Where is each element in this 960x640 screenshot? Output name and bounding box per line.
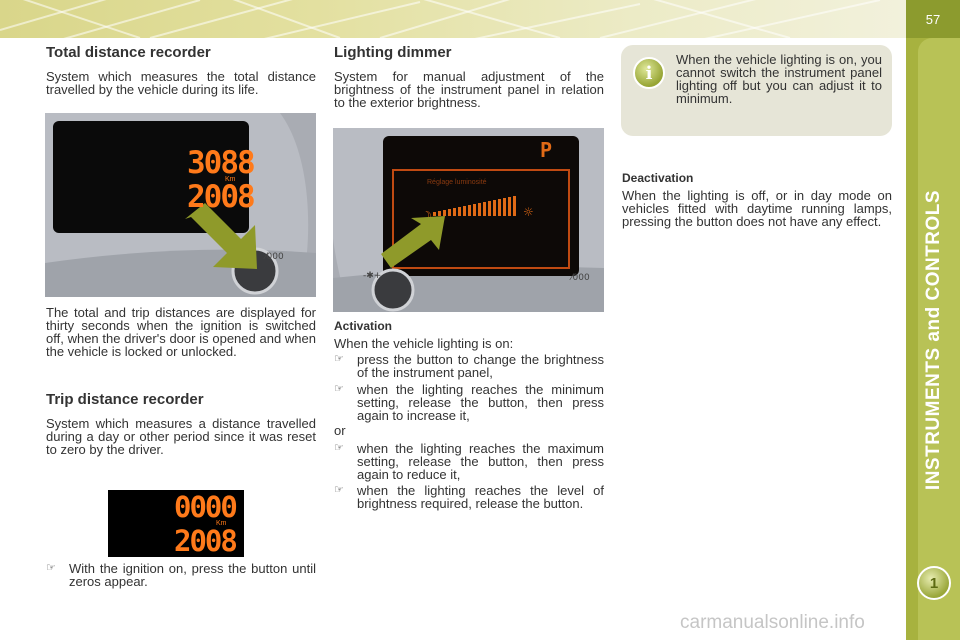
activation-bullet-3: ☞ when the lighting reaches the maximum … bbox=[334, 441, 604, 482]
lighting-dimmer-photo: ☽ ☼ -✱+ ⁄000 P Réglage luminosité bbox=[333, 128, 604, 312]
svg-text:⁄000: ⁄000 bbox=[569, 273, 590, 283]
deactivation-heading: Deactivation bbox=[622, 171, 694, 185]
trip-zero-value: 0000 bbox=[174, 490, 238, 524]
lighting-dimmer-description: System for manual adjustment of the brig… bbox=[334, 69, 604, 110]
trip-distance-value: 2008 bbox=[187, 179, 256, 215]
activation-intro: When the vehicle lighting is on: bbox=[334, 336, 514, 351]
svg-text:-✱+: -✱+ bbox=[363, 271, 381, 281]
activation-heading: Activation bbox=[334, 319, 393, 333]
arrow-icon bbox=[185, 203, 257, 269]
trip-distance-description: System which measures a distance travell… bbox=[46, 416, 316, 457]
svg-text:⁄000: ⁄000 bbox=[263, 252, 284, 262]
deactivation-description: When the lighting is off, or in day mode… bbox=[622, 188, 892, 229]
arrow-icon bbox=[381, 216, 445, 268]
gear-indicator: P bbox=[540, 138, 553, 162]
chapter-title: INSTRUMENTS and CONTROLS bbox=[923, 189, 945, 491]
arrow-bullet-icon: ☞ bbox=[334, 353, 344, 365]
arrow-bullet-icon: ☞ bbox=[46, 562, 56, 574]
unit-label: Km bbox=[225, 176, 236, 183]
total-distance-value: 3088 bbox=[187, 145, 256, 181]
activation-bullet-2: ☞ when the lighting reaches the minimum … bbox=[334, 382, 604, 423]
menu-text: Réglage luminosité bbox=[427, 179, 487, 186]
svg-text:☽: ☽ bbox=[421, 209, 432, 223]
info-text: When the vehicle lighting is on, you can… bbox=[676, 52, 882, 106]
chapter-number-badge: 1 bbox=[917, 566, 951, 600]
total-distance-note: The total and trip distances are display… bbox=[46, 305, 316, 359]
trip-reset-bullet: ☞ With the ignition on, press the button… bbox=[46, 561, 316, 589]
info-box bbox=[621, 45, 892, 136]
page-number: 57 bbox=[906, 0, 960, 38]
instrument-panel-illustration: ⁄000 bbox=[45, 113, 316, 297]
arrow-bullet-icon: ☞ bbox=[334, 442, 344, 454]
total-distance-heading: Total distance recorder bbox=[46, 44, 211, 61]
dimmer-button bbox=[371, 268, 415, 312]
trip-reset-photo: 0000 Km 2008 bbox=[108, 490, 244, 557]
or-separator: or bbox=[334, 423, 346, 438]
trip-distance-heading: Trip distance recorder bbox=[46, 391, 204, 408]
watermark: carmanualsonline.info bbox=[680, 612, 865, 633]
lighting-dimmer-heading: Lighting dimmer bbox=[334, 44, 452, 61]
header-pattern bbox=[0, 0, 881, 38]
arrow-bullet-icon: ☞ bbox=[334, 383, 344, 395]
total-value: 2008 bbox=[174, 524, 238, 557]
sidebar-tab bbox=[918, 38, 960, 640]
total-distance-description: System which measures the total distance… bbox=[46, 69, 316, 97]
info-icon: i bbox=[633, 57, 665, 89]
dimmer-illustration: ☽ ☼ -✱+ ⁄000 bbox=[333, 128, 604, 312]
activation-bullet-4: ☞ when the lighting reaches the level of… bbox=[334, 483, 604, 511]
activation-bullet-1: ☞ press the button to change the brightn… bbox=[334, 352, 604, 380]
total-distance-photo: ⁄000 3088 Km 2008 bbox=[45, 113, 316, 297]
svg-text:☼: ☼ bbox=[523, 205, 534, 219]
header-band bbox=[0, 0, 906, 38]
unit-label: Km bbox=[216, 520, 227, 527]
arrow-bullet-icon: ☞ bbox=[334, 484, 344, 496]
